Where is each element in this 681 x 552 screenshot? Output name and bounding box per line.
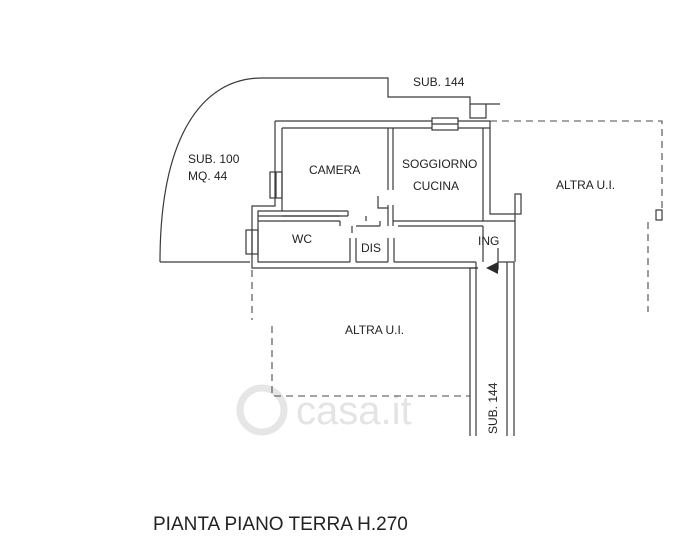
corridor-walls (469, 221, 516, 436)
label-cucina: CUCINA (413, 179, 459, 193)
label-camera: CAMERA (309, 163, 360, 177)
label-altra-ui-bottom: ALTRA U.I. (345, 323, 404, 337)
label-altra-ui-right: ALTRA U.I. (556, 178, 615, 192)
label-sub-144-vertical: SUB. 144 (486, 382, 500, 434)
label-ing: ING (478, 234, 499, 248)
boundary-lines (251, 120, 663, 397)
label-wc: WC (292, 232, 312, 246)
label-sub-144-top: SUB. 144 (413, 75, 465, 89)
label-mq-44: MQ. 44 (188, 169, 228, 183)
entrance-arrow-icon (486, 248, 499, 274)
label-soggiorno: SOGGIORNO (402, 157, 477, 171)
watermark: casa.it (236, 384, 412, 436)
plan-title: PIANTA PIANO TERRA H.270 (153, 514, 408, 535)
stair-notch (469, 104, 487, 119)
garden-outline (159, 77, 500, 263)
room-labels: SUB. 144 SUB. 100 MQ. 44 CAMERA SOGGIORN… (188, 75, 615, 434)
label-dis: DIS (361, 241, 381, 255)
watermark-logo-icon (236, 384, 288, 436)
label-sub-100: SUB. 100 (188, 152, 240, 166)
windows (245, 117, 663, 255)
